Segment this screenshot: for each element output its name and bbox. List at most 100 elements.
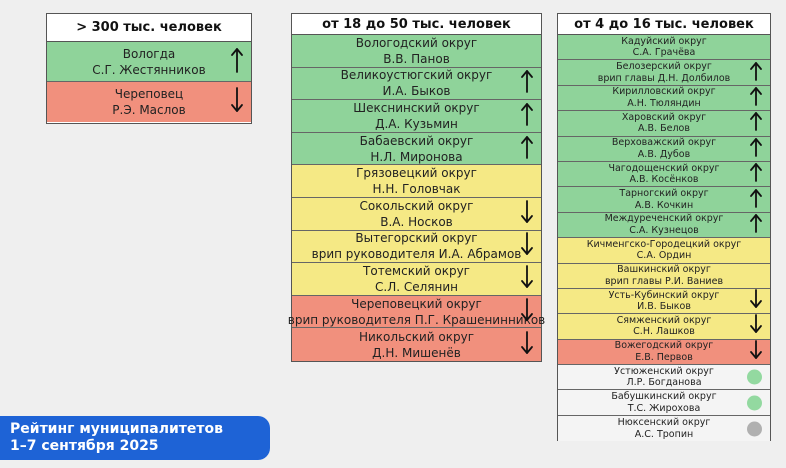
district-name: Великоустюгский округ [340, 68, 493, 83]
arrow-up-icon [229, 47, 245, 77]
district-name: Вологда [122, 46, 176, 61]
arrow-down-icon [519, 297, 535, 326]
district-name: Тарногский округ [619, 188, 709, 200]
district-name: Сокольский округ [359, 198, 474, 213]
arrow-up-icon [748, 162, 764, 186]
table-header: от 4 до 16 тыс. человек [558, 14, 770, 35]
district-name: Устюженский округ [614, 365, 714, 377]
head-name: врип руководителя П.Г. Крашенинников [287, 312, 546, 327]
status-dot-icon [747, 421, 762, 437]
head-name: А.В. Белов [638, 123, 690, 135]
head-name: Л.Р. Богданова [626, 377, 702, 389]
district-name: Вологодский округ [355, 35, 478, 50]
head-name: Н.Н. Головчак [372, 182, 461, 197]
head-name: врип главы Р.И. Ваниев [604, 275, 724, 287]
head-name: С.Л. Селянин [375, 279, 458, 294]
head-name: А.В. Дубов [637, 148, 691, 160]
arrow-up-icon [748, 188, 764, 212]
head-name: врип руководителя И.А. Абрамов [311, 247, 522, 262]
head-name: С.А. Грачёва [632, 47, 696, 59]
table-header: от 18 до 50 тыс. человек [292, 14, 541, 35]
head-name: А.Н. Тюляндин [627, 97, 701, 109]
arrow-down-icon [519, 232, 535, 260]
head-name: С.А. Ордин [636, 250, 692, 262]
district-name: Череповецкий округ [351, 296, 482, 311]
head-name: Е.В. Первов [635, 351, 693, 363]
head-name: В.В. Панов [383, 51, 450, 66]
district-name: Кадуйский округ [621, 35, 707, 47]
arrow-down-icon [519, 330, 535, 359]
head-name: А.В. Кочкин [634, 199, 694, 211]
banner-date: 1–7 сентября 2025 [10, 438, 159, 454]
district-name: Вашкинский округ [617, 264, 711, 276]
head-name: С.Г. Жестянников [92, 62, 206, 77]
arrow-up-icon [748, 86, 764, 110]
district-name: Череповец [114, 87, 184, 101]
district-name: Вожегодский округ [614, 340, 714, 352]
arrow-down-icon [748, 314, 764, 338]
arrow-down-icon [519, 265, 535, 293]
arrow-down-icon [519, 199, 535, 228]
rating-banner: Рейтинг муниципалитетов 1–7 сентября 202… [0, 416, 270, 460]
status-dot-icon [747, 369, 762, 385]
head-name: Т.С. Жирохова [627, 402, 701, 414]
head-name: Р.Э. Маслов [112, 103, 186, 117]
district-name: Харовский округ [621, 111, 707, 123]
district-name: Кирилловский округ [612, 86, 716, 98]
head-name: В.А. Носков [380, 214, 453, 229]
status-dot-icon [747, 395, 762, 411]
table-header: > 300 тыс. человек [47, 14, 251, 42]
district-name: Кичменгско-Городецкий округ [586, 238, 742, 250]
district-name: Бабушкинский округ [611, 391, 717, 403]
district-name: Никольский округ [358, 329, 475, 344]
arrow-up-icon [519, 102, 535, 130]
district-name: Чагодощенский округ [608, 162, 720, 174]
district-name: Междуреченский округ [604, 213, 724, 225]
head-name: С.Н. Лашков [633, 326, 695, 338]
district-name: Вытегорский округ [355, 231, 478, 246]
head-name: врип главы Д.Н. Долбилов [597, 72, 731, 84]
arrow-down-icon [748, 289, 764, 313]
arrow-up-icon [748, 213, 764, 237]
head-name: С.А. Кузнецов [629, 224, 699, 236]
arrow-up-icon [748, 111, 764, 135]
head-name: Н.Л. Миронова [370, 149, 463, 164]
district-name: Тотемский округ [363, 263, 470, 278]
district-name: Усть-Кубинский округ [608, 289, 720, 301]
arrow-up-icon [519, 69, 535, 97]
district-name: Белозерский округ [616, 61, 712, 73]
table-18-50k: от 18 до 50 тыс. человек Вологодский окр… [288, 13, 545, 362]
head-name: Д.Н. Мишенёв [372, 345, 461, 360]
head-name: И.В. Быков [637, 301, 691, 313]
district-name: Шекснинский округ [353, 100, 480, 115]
district-name: Грязовецкий округ [356, 166, 477, 181]
head-name: А.В. Косёнков [629, 174, 699, 186]
